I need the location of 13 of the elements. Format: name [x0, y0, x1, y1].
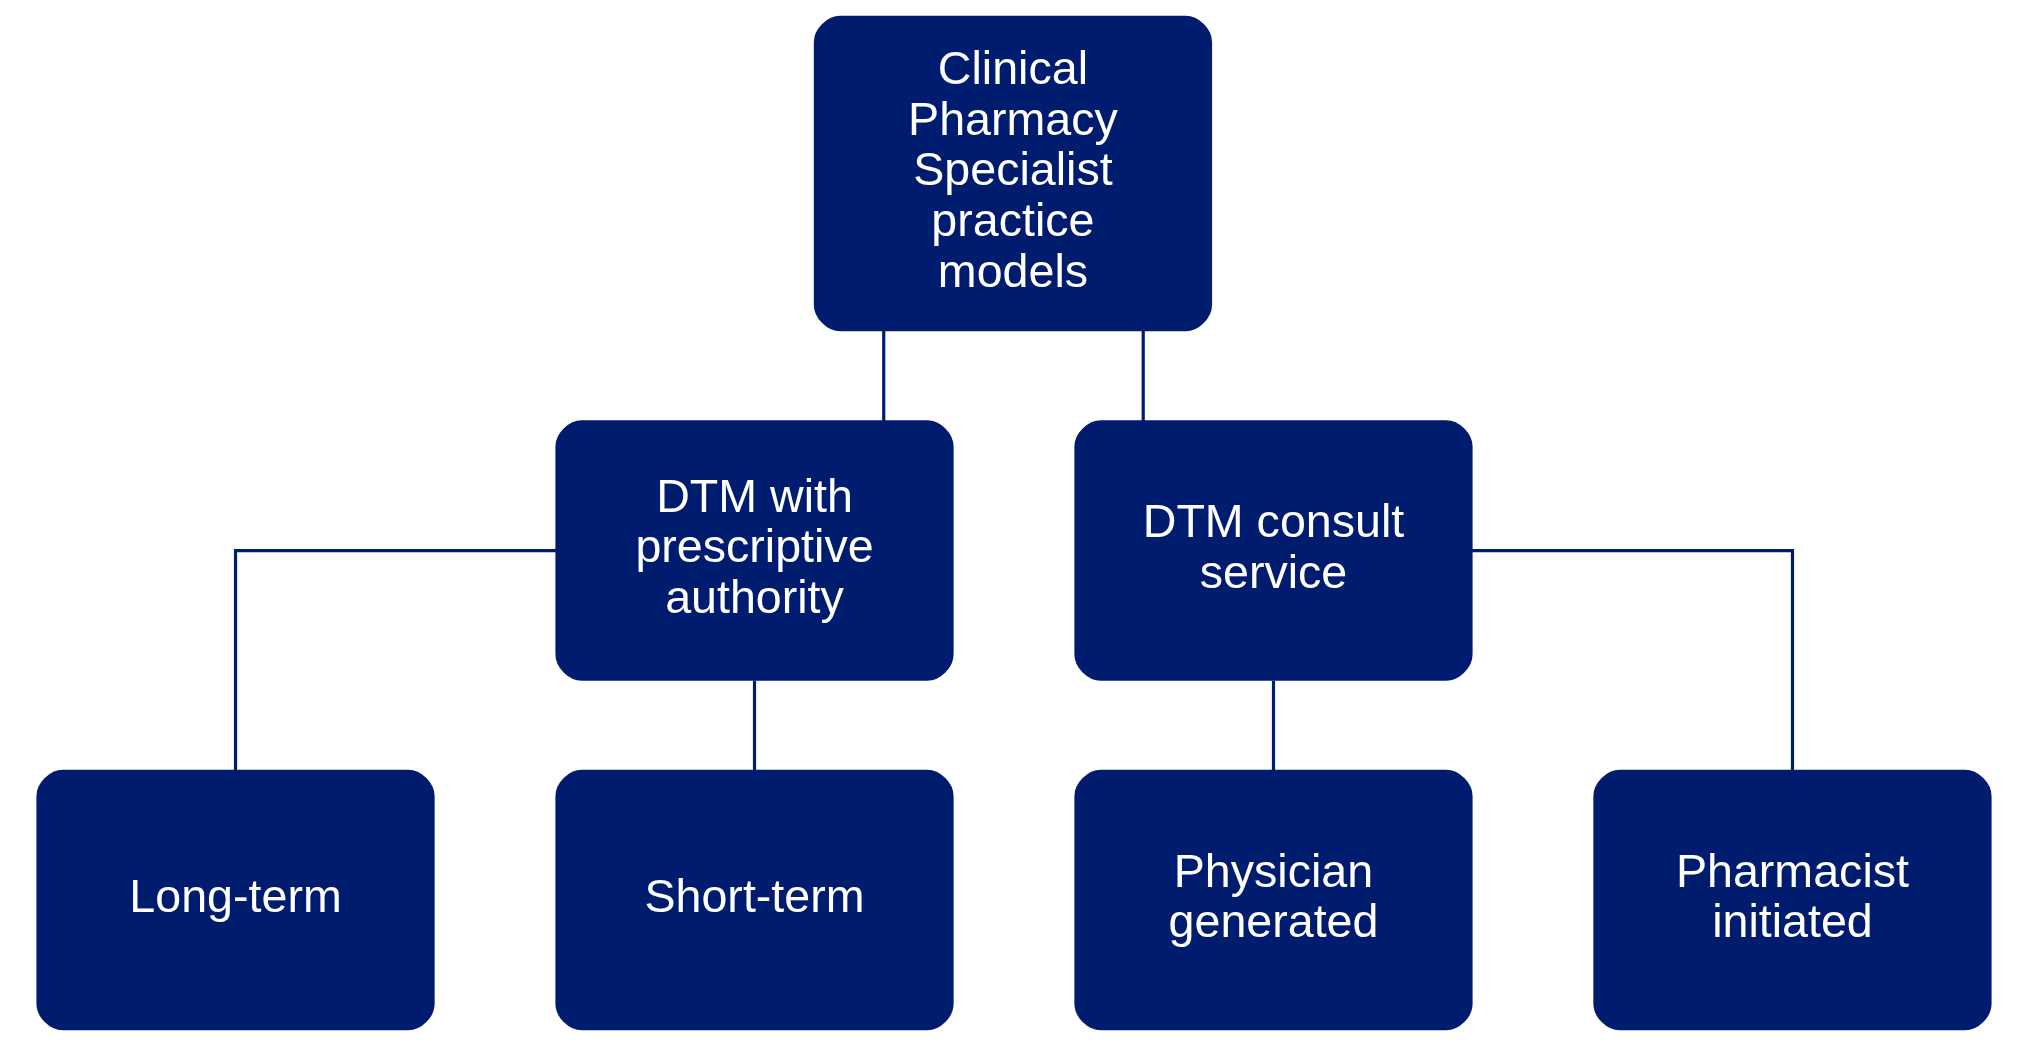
connector: [233, 548, 557, 770]
node-box: DTM with prescriptive authority: [555, 420, 954, 681]
connector: [882, 330, 886, 422]
connector: [1471, 548, 1795, 770]
node-box: Physician generated: [1074, 769, 1473, 1031]
node-box: Long-term: [36, 769, 435, 1031]
connector: [1271, 680, 1276, 771]
node-box: DTM consult service: [1074, 420, 1473, 681]
node-box: Clinical Pharmacy Specialist practice models: [813, 15, 1213, 332]
connector: [1141, 330, 1145, 422]
node-box: Short-term: [555, 769, 954, 1031]
connector: [752, 680, 757, 771]
node-box: Pharmacist initiated: [1593, 769, 1992, 1031]
